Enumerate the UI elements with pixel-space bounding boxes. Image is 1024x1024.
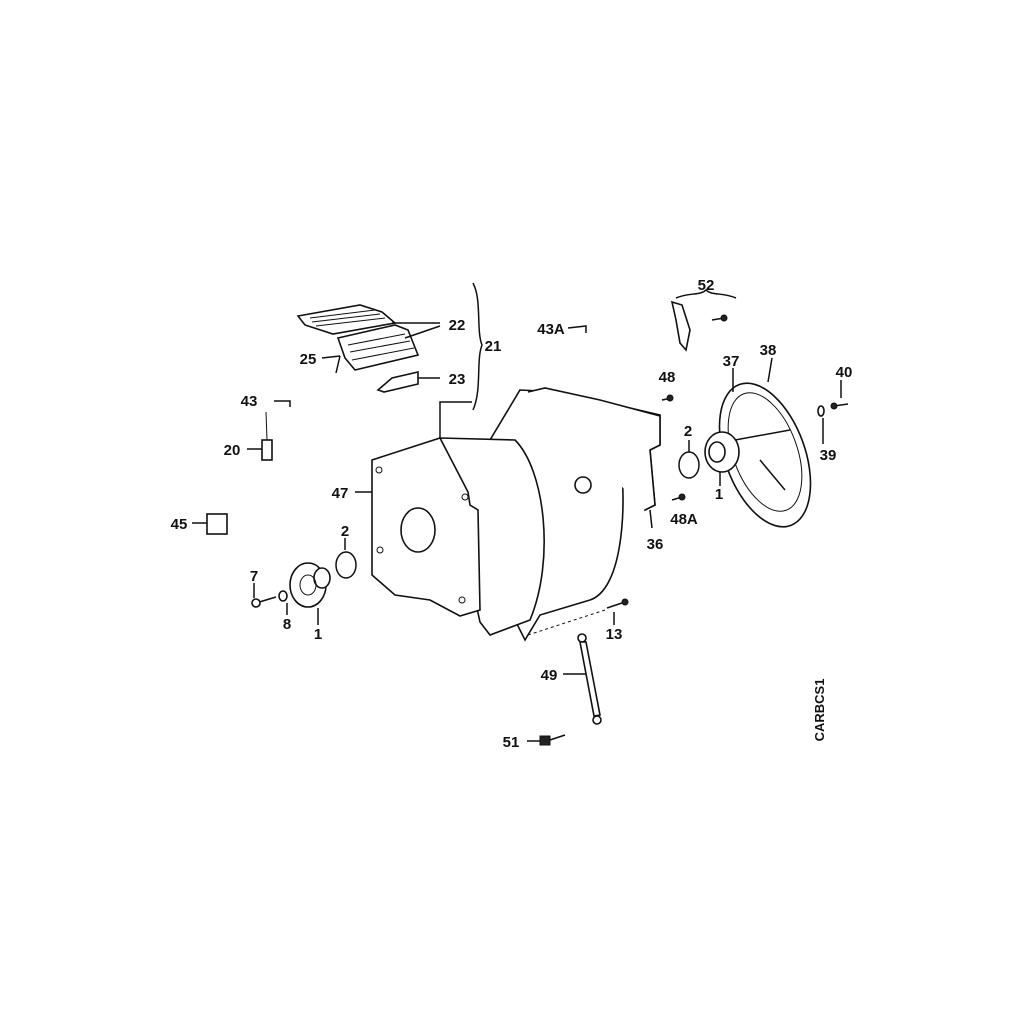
callout-52: 52: [698, 277, 715, 294]
screw-40: [830, 402, 849, 410]
drum-pulley: [718, 382, 812, 528]
callout-22: 22: [449, 317, 466, 334]
callout-25: 25: [300, 351, 317, 368]
group-brace: [472, 282, 483, 411]
callout-2-left: 2: [341, 523, 349, 540]
gasket-strip-23: [376, 370, 419, 393]
callout-40: 40: [836, 364, 853, 381]
callout-1-right: 1: [715, 486, 723, 503]
block-45: [206, 513, 228, 535]
callout-20: 20: [224, 442, 241, 459]
callout-43A: 43A: [537, 321, 565, 338]
screw-48A: [671, 493, 686, 501]
callout-48A: 48A: [670, 511, 698, 528]
callout-36: 36: [647, 536, 664, 553]
callout-2-right: 2: [684, 423, 692, 440]
pin-51: [539, 734, 566, 746]
spring-20: [247, 411, 273, 461]
diagram-code: CARBCS1: [812, 679, 827, 742]
callout-49: 49: [541, 667, 558, 684]
callout-47: 47: [332, 485, 349, 502]
bearing-1-right: [704, 431, 740, 486]
bracket-52: [670, 300, 691, 352]
callout-37: 37: [723, 353, 740, 370]
callout-1-left: 1: [314, 626, 322, 643]
callout-48: 48: [659, 369, 676, 386]
callout-39: 39: [820, 447, 837, 464]
screw-13: [606, 598, 629, 609]
callout-38: 38: [760, 342, 777, 359]
shock-absorber-49: [577, 633, 602, 725]
washer-8: [278, 590, 288, 602]
bracket-36: [527, 387, 661, 511]
filter-grille-bottom: [336, 324, 420, 371]
callout-43: 43: [241, 393, 258, 410]
callout-13: 13: [606, 626, 623, 643]
callout-23: 23: [449, 371, 466, 388]
o-ring-2-left: [335, 551, 357, 579]
callout-8: 8: [283, 616, 291, 633]
callout-51: 51: [503, 734, 520, 751]
callout-45: 45: [171, 516, 188, 533]
callout-7: 7: [250, 568, 258, 585]
screw-52: [711, 314, 728, 322]
callout-21: 21: [485, 338, 502, 355]
bolt-7: [251, 596, 277, 608]
screw-48: [661, 394, 674, 402]
o-ring-2-right: [678, 451, 700, 479]
bearing-1-left: [289, 562, 331, 608]
washer-39: [817, 405, 825, 417]
